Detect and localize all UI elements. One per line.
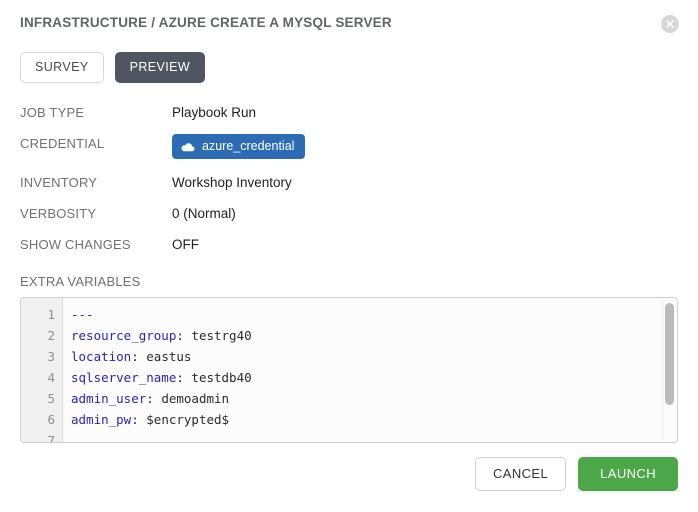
yaml-key: admin_pw bbox=[71, 412, 132, 427]
detail-value-show-changes: OFF bbox=[172, 237, 199, 252]
detail-row-credential: CREDENTIAL azure_credential bbox=[20, 134, 678, 164]
detail-label-verbosity: VERBOSITY bbox=[20, 206, 97, 221]
detail-label-job-type: JOB TYPE bbox=[20, 105, 85, 120]
detail-value-job-type: Playbook Run bbox=[172, 105, 257, 120]
yaml-value: testdb40 bbox=[183, 370, 252, 385]
line-number: 2 bbox=[47, 328, 55, 343]
close-x-glyph bbox=[666, 20, 674, 28]
yaml-key: admin_user bbox=[71, 391, 147, 406]
code-line: admin_pw: $encrypted$ bbox=[71, 409, 677, 430]
yaml-separator: : bbox=[176, 328, 184, 343]
line-number: 4 bbox=[47, 370, 55, 385]
launch-button[interactable]: LAUNCH bbox=[578, 457, 678, 491]
editor-line-number-gutter: 1 2 3 4 5 6 7 bbox=[21, 298, 63, 442]
cloud-icon bbox=[181, 142, 195, 151]
yaml-separator: : bbox=[176, 370, 184, 385]
line-number: 6 bbox=[47, 412, 55, 427]
yaml-separator: : bbox=[146, 391, 154, 406]
yaml-separator: : bbox=[131, 349, 139, 364]
code-line: --- bbox=[71, 304, 677, 325]
code-line: sqlserver_name: testdb40 bbox=[71, 367, 677, 388]
line-number: 1 bbox=[47, 307, 55, 322]
code-line: resource_group: testrg40 bbox=[71, 325, 677, 346]
code-line: location: eastus bbox=[71, 346, 677, 367]
page-title: INFRASTRUCTURE / AZURE CREATE A MYSQL SE… bbox=[20, 15, 392, 30]
yaml-key: location bbox=[71, 349, 132, 364]
extra-variables-label: EXTRA VARIABLES bbox=[20, 274, 141, 289]
editor-scrollbar-thumb[interactable] bbox=[665, 303, 674, 405]
yaml-value: demoadmin bbox=[153, 391, 230, 406]
close-icon[interactable] bbox=[661, 15, 679, 33]
extra-variables-editor[interactable]: 1 2 3 4 5 6 7 --- resource_group: testrg… bbox=[20, 297, 678, 443]
line-number: 5 bbox=[47, 391, 55, 406]
cancel-button[interactable]: CANCEL bbox=[475, 457, 567, 491]
code-line: admin_user: demoadmin bbox=[71, 388, 677, 409]
detail-label-credential: CREDENTIAL bbox=[20, 136, 105, 151]
credential-badge[interactable]: azure_credential bbox=[172, 134, 306, 159]
job-details-list: JOB TYPE Playbook Run CREDENTIAL azure_c… bbox=[0, 83, 698, 259]
detail-row-job-type: JOB TYPE Playbook Run bbox=[20, 103, 678, 127]
yaml-value: $encrypted$ bbox=[138, 412, 230, 427]
detail-label-inventory: INVENTORY bbox=[20, 175, 98, 190]
dialog-footer: CANCEL LAUNCH bbox=[0, 436, 698, 512]
line-number: 7 bbox=[47, 433, 55, 443]
detail-value-verbosity: 0 (Normal) bbox=[172, 206, 236, 221]
detail-row-show-changes: SHOW CHANGES OFF bbox=[20, 235, 678, 259]
detail-label-show-changes: SHOW CHANGES bbox=[20, 237, 131, 252]
editor-code-area[interactable]: --- resource_group: testrg40 location: e… bbox=[63, 298, 677, 442]
credential-badge-label: azure_credential bbox=[202, 139, 295, 153]
editor-scrollbar[interactable] bbox=[662, 300, 675, 440]
yaml-separator: : bbox=[131, 412, 139, 427]
tab-preview[interactable]: PREVIEW bbox=[114, 52, 206, 83]
extra-variables-section: EXTRA VARIABLES 1 2 3 4 5 6 7 --- resour… bbox=[0, 266, 698, 443]
yaml-value: testrg40 bbox=[183, 328, 252, 343]
dialog-header: INFRASTRUCTURE / AZURE CREATE A MYSQL SE… bbox=[0, 0, 698, 44]
line-number: 3 bbox=[47, 349, 55, 364]
yaml-key: --- bbox=[71, 307, 94, 322]
detail-value-inventory: Workshop Inventory bbox=[172, 175, 292, 190]
dialog-tabs: SURVEY PREVIEW bbox=[0, 44, 698, 83]
yaml-key: sqlserver_name bbox=[71, 370, 177, 385]
yaml-key: resource_group bbox=[71, 328, 177, 343]
tab-survey[interactable]: SURVEY bbox=[20, 52, 104, 83]
yaml-value: eastus bbox=[138, 349, 192, 364]
detail-row-inventory: INVENTORY Workshop Inventory bbox=[20, 173, 678, 197]
detail-row-verbosity: VERBOSITY 0 (Normal) bbox=[20, 204, 678, 228]
